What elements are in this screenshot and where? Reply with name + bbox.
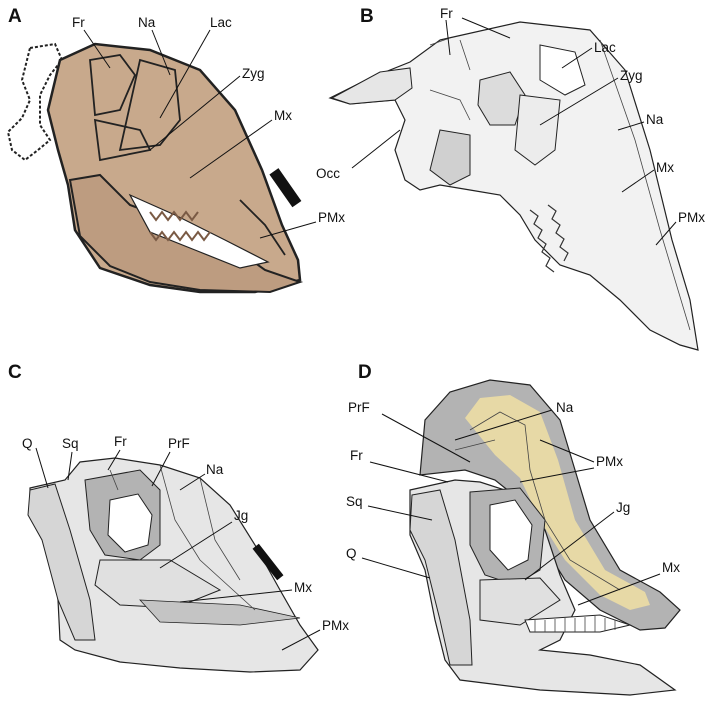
- quadrate-c: [27, 483, 96, 641]
- label-b-zyg: Zyg: [620, 68, 643, 83]
- scale-bar-c: [252, 543, 284, 581]
- leader-b-zyg: [539, 77, 619, 126]
- jaw-gap: [128, 193, 270, 269]
- leader-c-jg: [159, 521, 233, 569]
- label-d-fr: Fr: [350, 448, 363, 463]
- orbit-b: [477, 71, 526, 126]
- upper-teeth: [149, 210, 199, 222]
- sutures-b: [429, 37, 691, 331]
- leader-c-mx: [179, 589, 293, 603]
- leader-d-pmx-2: [519, 467, 595, 483]
- panel-d: D PrF Na Fr PMx Sq Jg Q M: [346, 362, 681, 696]
- label-a-na: Na: [138, 15, 156, 30]
- nasal-passage-d: [454, 411, 621, 591]
- leader-d-prf: [381, 413, 471, 463]
- label-c-pmx: PMx: [322, 618, 349, 633]
- label-c-na: Na: [206, 462, 224, 477]
- panel-c: C Q Sq Fr PrF Na Jg Mx PMx: [8, 362, 349, 673]
- label-d-sq: Sq: [346, 494, 363, 509]
- leader-d-mx: [577, 573, 661, 606]
- label-d-mx: Mx: [662, 560, 680, 575]
- label-b-na: Na: [646, 112, 664, 127]
- label-a-fr: Fr: [72, 15, 85, 30]
- leader-b-na: [617, 121, 645, 131]
- panel-letter-a: A: [8, 6, 22, 27]
- quadrate-d: [409, 489, 473, 666]
- label-c-mx: Mx: [294, 580, 312, 595]
- leader-c-sq: [67, 451, 73, 481]
- label-b-occ: Occ: [316, 166, 340, 181]
- leader-c-fr: [107, 449, 121, 471]
- panel-letter-c: C: [8, 362, 22, 383]
- leader-a-na: [151, 29, 171, 76]
- leader-a-pmx: [259, 221, 317, 239]
- leader-c-q: [35, 447, 49, 489]
- label-d-prf: PrF: [348, 400, 370, 415]
- label-d-jg: Jg: [616, 500, 630, 515]
- leader-a-mx: [189, 119, 273, 179]
- leader-d-pmx-1: [539, 439, 595, 463]
- label-d-na: Na: [556, 400, 574, 415]
- label-c-sq: Sq: [62, 436, 79, 451]
- zygomatic-b: [514, 94, 561, 166]
- leader-c-prf: [151, 451, 171, 487]
- lacrimal-b: [539, 44, 586, 96]
- leader-c-na: [179, 473, 206, 491]
- leader-a-lac: [159, 29, 211, 119]
- maxilla-band-c: [139, 599, 301, 626]
- orbit-c: [107, 493, 153, 553]
- panel-letter-d: D: [358, 362, 372, 383]
- label-c-fr: Fr: [114, 434, 127, 449]
- leader-b-mx: [621, 169, 655, 193]
- label-a-mx: Mx: [274, 108, 292, 123]
- label-c-jg: Jg: [234, 508, 248, 523]
- premaxilla-highlight-d: [465, 395, 650, 610]
- panel-a: A Fr Na Lac Zyg Mx PMx: [6, 6, 345, 294]
- label-c-prf: PrF: [168, 436, 190, 451]
- label-d-pmx: PMx: [596, 454, 623, 469]
- leader-d-fr: [369, 461, 449, 483]
- sutures-c: [109, 464, 256, 611]
- leader-b-fr-2: [461, 17, 511, 39]
- leader-b-pmx: [655, 221, 677, 246]
- label-a-zyg: Zyg: [242, 66, 265, 81]
- panel-b: B Fr Lac Zyg Na Occ Mx PMx: [316, 6, 705, 351]
- leader-c-pmx: [281, 629, 321, 651]
- leader-b-occ: [351, 129, 401, 169]
- orbit-d: [489, 499, 533, 571]
- reconstructed-outline: [6, 42, 64, 162]
- label-b-mx: Mx: [656, 160, 674, 175]
- leader-a-zyg: [149, 75, 241, 151]
- label-b-fr: Fr: [440, 6, 453, 21]
- leader-d-na: [454, 409, 553, 441]
- teeth-b: [529, 204, 569, 273]
- label-a-lac: Lac: [210, 15, 232, 30]
- jugal-d: [479, 577, 561, 626]
- scale-bar-a: [269, 168, 302, 208]
- leader-b-lac: [561, 47, 593, 69]
- label-b-pmx: PMx: [678, 210, 705, 225]
- fenestra-b: [429, 129, 471, 186]
- label-c-q: Q: [22, 436, 33, 451]
- leader-b-fr-1: [445, 19, 451, 56]
- label-d-q: Q: [346, 546, 357, 561]
- leader-d-sq: [367, 505, 433, 521]
- leader-d-jg: [524, 511, 615, 581]
- leader-a-fr: [83, 29, 111, 69]
- label-a-pmx: PMx: [318, 210, 345, 225]
- fossil-sutures: [89, 54, 286, 256]
- occipital-b: [330, 67, 413, 105]
- label-b-lac: Lac: [594, 40, 616, 55]
- tooth-battery-lines-d: [534, 616, 616, 632]
- lower-teeth: [149, 230, 211, 242]
- panel-letter-b: B: [360, 6, 374, 27]
- leader-d-q: [361, 557, 431, 579]
